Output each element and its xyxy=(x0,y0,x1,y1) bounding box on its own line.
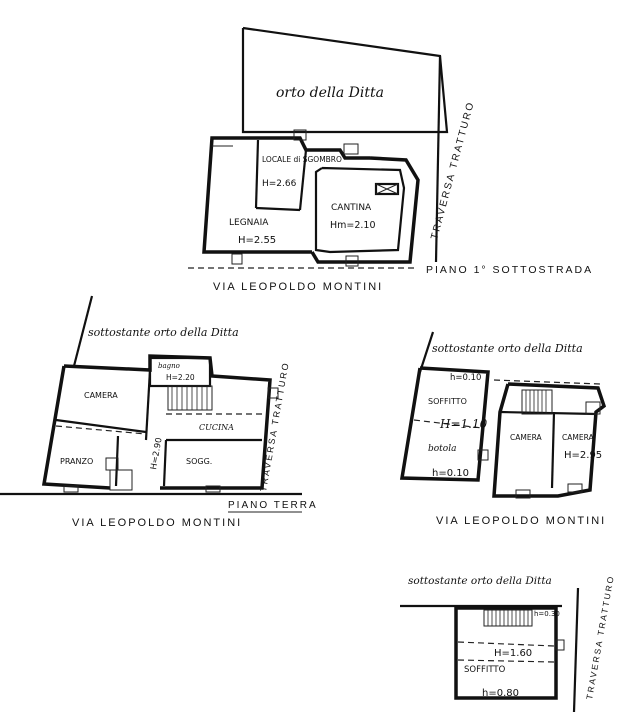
attic-top-note: sottostante orto della Ditta xyxy=(408,575,552,587)
vent xyxy=(343,143,359,155)
attic-bottom-height: h=0.10 xyxy=(432,468,469,479)
mid-height: H=1.10 xyxy=(439,417,488,431)
dining-label: PRANZO xyxy=(60,457,93,466)
ground-floor-label: PIANO TERRA xyxy=(228,500,318,511)
cellar-outer-wall xyxy=(310,156,420,264)
first-top-note: sottostante orto della Ditta xyxy=(432,342,583,355)
cellar-height: Hm=2.10 xyxy=(330,220,376,231)
first-street-label: VIA LEOPOLDO MONTINI xyxy=(436,515,606,527)
ground-street-label: VIA LEOPOLDO MONTINI xyxy=(72,517,242,529)
first-attic-outline xyxy=(399,366,490,482)
garden-outline xyxy=(241,26,449,134)
plan-first-floor: sottostante orto della Ditta h=0.10 SOFF… xyxy=(399,331,607,527)
bedroom1-label: CAMERA xyxy=(510,433,542,442)
wall-bedroom-bottom xyxy=(55,418,147,434)
ground-height: H=2.90 xyxy=(149,437,164,471)
wall-bedroom-divider xyxy=(550,411,556,489)
cellar-top-wall xyxy=(320,148,370,160)
vent xyxy=(293,129,307,141)
bedroom2-label: CAMERA xyxy=(562,433,594,442)
street-label: VIA LEOPOLDO MONTINI xyxy=(213,281,383,293)
bath-label: bagno xyxy=(158,362,180,370)
side-road-label: TRAVERSA TRATTURO xyxy=(429,100,477,241)
attic-stairs xyxy=(483,609,533,627)
attic-mid-height: H=1.60 xyxy=(494,648,532,659)
attic-label: SOFFITTO xyxy=(428,397,467,406)
wall-storage-right xyxy=(298,149,308,211)
cellar-inner-wall xyxy=(314,166,406,254)
storage-label: LOCALE di SGOMBRO xyxy=(262,155,342,164)
attic-room-label: SOFFITTO xyxy=(464,665,506,675)
ground-outer-wall-left xyxy=(41,365,111,490)
plan-basement: orto della Ditta LOCALE di SGOMBRO H=2.6… xyxy=(188,26,593,293)
ground-stairs xyxy=(167,385,213,411)
bedroom2-height: H=2.95 xyxy=(564,450,602,461)
garden-side-boundary xyxy=(434,55,442,263)
wall-dining-right xyxy=(114,435,120,487)
wood-label: LEGNAIA xyxy=(229,218,269,228)
wall-living-left xyxy=(162,439,168,487)
storage-height: H=2.66 xyxy=(262,179,297,189)
basement-outer-wall xyxy=(202,136,312,254)
wall-storage-bottom xyxy=(255,206,301,212)
entrance xyxy=(109,469,133,491)
ground-top-note: sottostante orto della Ditta xyxy=(88,326,239,339)
attic-top-height: h=0.10 xyxy=(450,373,481,383)
kitchen-label: CUCINA xyxy=(199,423,234,432)
floor-label: PIANO 1° SOTTOSTRADA xyxy=(426,264,593,276)
basement-top-wall xyxy=(233,136,320,152)
bedroom-label: CAMERA xyxy=(84,391,118,400)
attic-top-height: h=0.30 xyxy=(534,610,560,618)
first-rooms-outline xyxy=(492,382,607,498)
plan-attic: sottostante orto della Ditta h=0.30 H=1.… xyxy=(400,574,616,713)
bath-height: H=2.20 xyxy=(166,373,195,382)
attic-outline xyxy=(454,606,558,700)
wall-storage-left xyxy=(254,139,260,209)
hatch-label: botola xyxy=(428,444,456,454)
cellar-window xyxy=(374,182,400,196)
cellar-label: CANTINA xyxy=(331,203,372,213)
ground-garden-boundary xyxy=(72,295,94,367)
wood-height: H=2.55 xyxy=(238,235,276,246)
attic-side-road: TRAVERSA TRATTURO xyxy=(584,574,616,700)
garden-label: orto della Ditta xyxy=(276,85,384,101)
attic-bottom-height: h=0.80 xyxy=(482,688,519,699)
attic-side-boundary xyxy=(572,587,580,713)
plan-ground-floor: sottostante orto della Ditta CAMERA bagn… xyxy=(0,295,318,529)
first-stairs xyxy=(521,389,553,415)
first-garden-boundary xyxy=(418,331,435,373)
wall-first-top xyxy=(499,410,597,416)
living-label: SOGG. xyxy=(186,457,212,466)
